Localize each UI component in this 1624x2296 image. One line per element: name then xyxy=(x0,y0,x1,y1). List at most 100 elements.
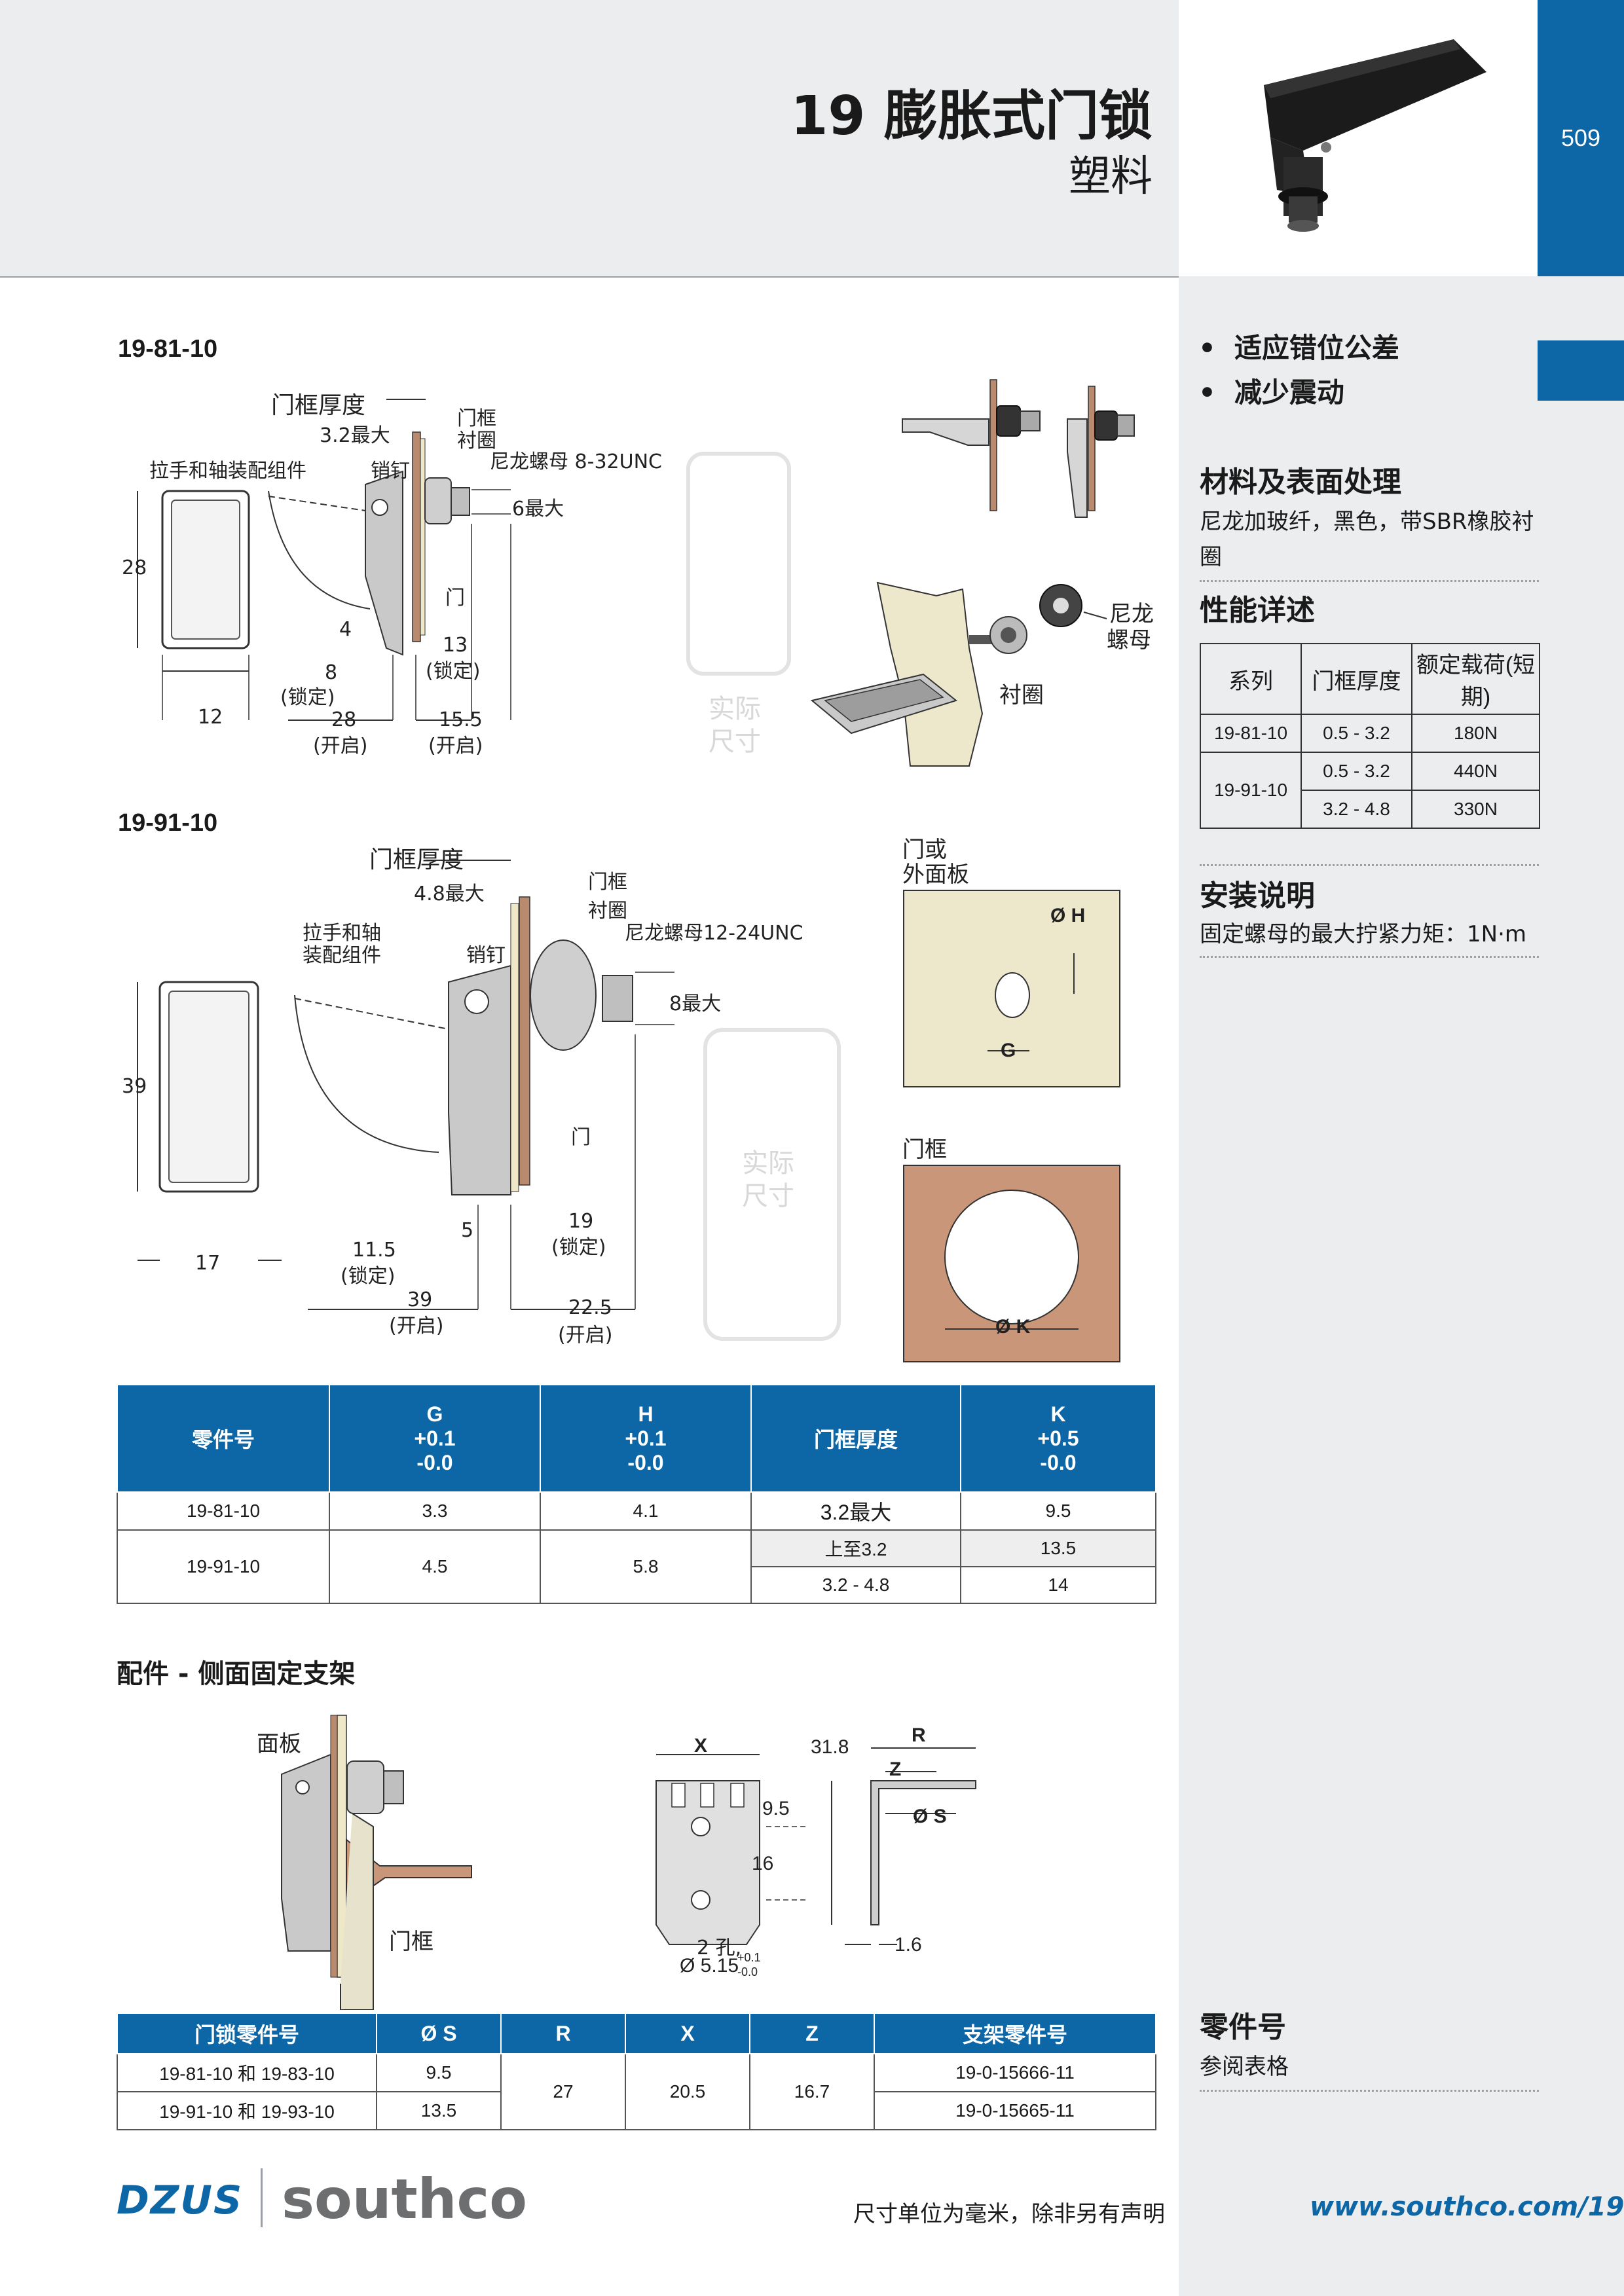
dim-31-8: 31.8 xyxy=(811,1736,849,1758)
dimension-table: 零件号 G+0.1-0.0 H+0.1-0.0 门框厚度 K+0.5-0.0 1… xyxy=(117,1384,1156,1604)
label-open: (开启) xyxy=(389,1315,444,1338)
page-number: 509 xyxy=(1560,124,1601,151)
accessory-heading: 配件 - 侧面固定支架 xyxy=(117,1659,356,1689)
label-open: (开启) xyxy=(313,735,368,757)
label-handle: 拉手和轴 xyxy=(303,922,381,945)
label-locked: (锁定) xyxy=(280,686,335,709)
product-photo-panel xyxy=(1179,0,1538,276)
table-header: K+0.5-0.0 xyxy=(960,1384,1156,1493)
feature-list: 适应错位公差 减少震动 xyxy=(1198,326,1399,415)
actual-size-frame xyxy=(686,452,791,676)
page-subtitle: 塑料 xyxy=(1069,153,1153,201)
label-frame: 门框 xyxy=(457,407,496,430)
table-header: 零件号 xyxy=(117,1384,330,1493)
label-holes: 2 孔, xyxy=(697,1937,742,1959)
label-handle-assembly: 装配组件 xyxy=(303,944,381,967)
label-frame: 门框 xyxy=(389,1929,434,1955)
divider xyxy=(1200,580,1539,582)
dim-hole-diameter: Ø 5.15 xyxy=(680,1955,739,1977)
door-cutout xyxy=(903,890,1120,1087)
dim-19: 19 xyxy=(568,1210,594,1233)
table-cell: 0.5 - 3.2 xyxy=(1301,714,1412,753)
drawing-19-91-10 xyxy=(137,860,674,1310)
table-header: Ø S xyxy=(376,2013,502,2054)
install-heading: 安装说明 xyxy=(1200,879,1315,913)
install-text: 固定螺母的最大拧紧力矩：1N·m xyxy=(1200,921,1526,947)
divider xyxy=(1200,956,1539,958)
label-door-panel: 外面板 xyxy=(902,862,969,888)
label-handle-assembly: 拉手和轴装配组件 xyxy=(149,460,306,483)
dim-h: Ø H xyxy=(1050,905,1086,926)
label-max6: 6最大 xyxy=(512,498,564,520)
label-locked: (锁定) xyxy=(551,1236,606,1259)
dim-39b: 39 xyxy=(407,1288,433,1311)
table-row: 19-91-10 4.5 5.8 上至3.2 13.5 xyxy=(117,1529,1156,1604)
table-header: H+0.1-0.0 xyxy=(540,1384,752,1493)
dim-r: R xyxy=(912,1724,926,1746)
table-header: Z xyxy=(749,2013,875,2054)
label-pin: 销钉 xyxy=(371,460,410,483)
table-row: 3.2 - 4.8 14 xyxy=(117,1566,1156,1604)
dim-13: 13 xyxy=(443,634,468,657)
label-grommet: 衬圈 xyxy=(999,682,1044,708)
dim-z: Z xyxy=(889,1758,902,1780)
page-title: 19 膨胀式门锁 xyxy=(790,85,1153,147)
side-view-illustrations xyxy=(902,379,1135,518)
partno-heading: 零件号 xyxy=(1200,2011,1286,2044)
table-row: 19-81-10 3.3 4.1 3.2最大 9.5 xyxy=(117,1491,1156,1531)
table-cell: 19-81-10 xyxy=(1200,714,1302,753)
label-nut: 螺母 xyxy=(1107,627,1151,653)
table-cell: 19-91-10 xyxy=(1200,752,1302,829)
frame-cutout xyxy=(903,1165,1120,1362)
label-frame: 门框 xyxy=(902,1137,947,1163)
footer-note: 尺寸单位为毫米，除非另有声明 xyxy=(853,2201,1165,2227)
table-header: G+0.1-0.0 xyxy=(329,1384,541,1493)
label-frame: 门框 xyxy=(588,871,627,894)
dim-28: 28 xyxy=(122,556,147,579)
label-door: 门 xyxy=(445,587,465,610)
label-panel: 面板 xyxy=(257,1731,301,1757)
table-cell: 180N xyxy=(1411,714,1540,753)
label-max8: 8最大 xyxy=(669,993,722,1015)
divider xyxy=(1200,864,1539,866)
label-locked: (锁定) xyxy=(341,1265,396,1288)
dim-15-5: 15.5 xyxy=(439,708,483,731)
drawing-19-81-10 xyxy=(137,399,511,721)
actual-size-frame xyxy=(703,1028,841,1341)
table-row: 19-91-10 和 19-93-10 13.5 19-0-15665-11 xyxy=(117,2091,1156,2130)
table-header: 额定载荷(短期) xyxy=(1411,643,1540,715)
table-cell: 440N xyxy=(1411,752,1540,791)
dim-22-5: 22.5 xyxy=(568,1296,612,1319)
dim-x: X xyxy=(694,1735,708,1757)
label-max: 3.2最大 xyxy=(320,424,390,447)
section-tab-marker xyxy=(1538,340,1624,401)
table-header: 门锁零件号 xyxy=(117,2013,377,2054)
material-text: 尼龙加玻纤，黑色，带SBR橡胶衬圈 xyxy=(1200,509,1534,570)
label-max: 4.8最大 xyxy=(414,883,485,905)
label-pin: 销钉 xyxy=(466,944,506,967)
dim-28b: 28 xyxy=(331,708,357,731)
logo-separator xyxy=(261,2168,263,2227)
divider xyxy=(1200,2090,1539,2092)
label-nut: 尼龙螺母 8-32UNC xyxy=(490,450,662,473)
part-heading-19-81-10: 19-81-10 xyxy=(118,335,218,363)
table-cell: 330N xyxy=(1411,790,1540,829)
bracket-table: 门锁零件号 Ø S R X Z 支架零件号 19-81-10 和 19-83-1… xyxy=(117,2013,1156,2130)
table-header: 支架零件号 xyxy=(874,2013,1156,2054)
label-locked: (锁定) xyxy=(426,660,481,683)
dim-39: 39 xyxy=(122,1075,147,1098)
footer-url-link[interactable]: www.southco.com/19 xyxy=(1310,2192,1624,2222)
dim-k: Ø K xyxy=(995,1316,1031,1338)
part-heading-19-91-10: 19-91-10 xyxy=(118,809,218,837)
watermark-actual-size: 实际尺寸 xyxy=(709,694,761,757)
dim-4: 4 xyxy=(339,618,352,641)
table-header: 门框厚度 xyxy=(750,1384,961,1493)
label-open: (开启) xyxy=(428,735,483,757)
dim-8: 8 xyxy=(325,661,338,684)
performance-heading: 性能详述 xyxy=(1200,594,1315,627)
chapter-tab xyxy=(1538,0,1624,276)
label-open: (开启) xyxy=(558,1324,613,1347)
table-header: X xyxy=(625,2013,750,2054)
table-row: 19-81-10 和 19-83-10 9.5 27 20.5 16.7 19-… xyxy=(117,2053,1156,2130)
label-frame-thickness: 门框厚度 xyxy=(271,392,366,419)
